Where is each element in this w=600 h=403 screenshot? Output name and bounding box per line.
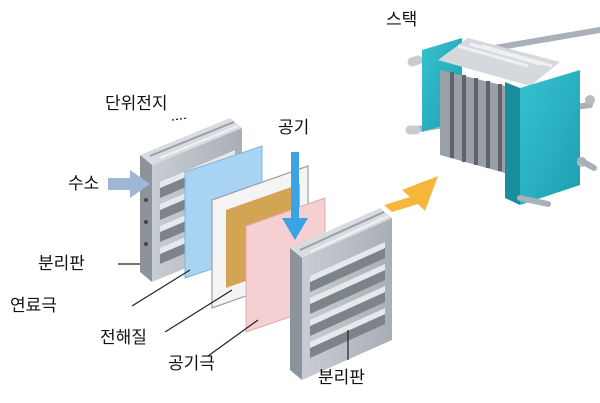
stack-assembly	[405, 27, 600, 207]
label-hydrogen: 수소	[68, 174, 100, 194]
label-separator-left: 분리판	[38, 254, 85, 274]
label-stack: 스택	[386, 10, 418, 30]
label-separator-right: 분리판	[318, 368, 365, 388]
label-air-electrode: 공기극	[168, 354, 215, 374]
hydrogen-arrow-icon	[108, 170, 150, 198]
label-electrolyte: 전해질	[100, 328, 147, 348]
orange-arrow-icon	[384, 176, 438, 212]
leader-lines	[118, 117, 349, 360]
label-unit-cell: 단위전지	[105, 94, 168, 114]
label-air: 공기	[278, 118, 310, 138]
air-arrow-icon	[282, 152, 308, 240]
label-fuel-electrode: 연료극	[10, 296, 57, 316]
stack-endplate-front	[520, 70, 580, 205]
